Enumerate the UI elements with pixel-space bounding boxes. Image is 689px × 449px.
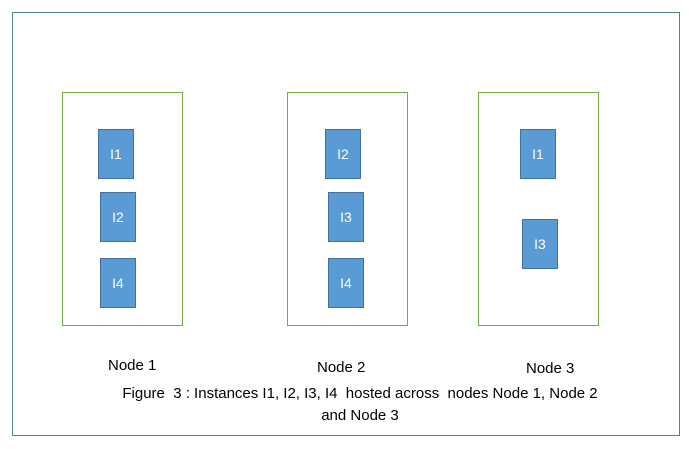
node-2-label: Node 2 [317, 359, 366, 376]
diagram-frame [12, 12, 680, 436]
instance-box: I2 [325, 129, 361, 179]
instance-box: I1 [520, 129, 556, 179]
node-2-box [287, 92, 408, 326]
node-1-label: Node 1 [108, 357, 157, 374]
figure-caption: Figure 3 : Instances I1, I2, I3, I4 host… [100, 383, 620, 427]
instance-box: I3 [522, 219, 558, 269]
node-3-box [478, 92, 599, 326]
instance-box: I3 [328, 192, 364, 242]
figure-caption-line1: Figure 3 : Instances I1, I2, I3, I4 host… [122, 385, 598, 402]
instance-box: I4 [328, 258, 364, 308]
node-1-box [62, 92, 183, 326]
instance-box: I2 [100, 192, 136, 242]
figure-caption-line2: and Node 3 [321, 407, 399, 424]
instance-box: I1 [98, 129, 134, 179]
instance-box: I4 [100, 258, 136, 308]
node-3-label: Node 3 [526, 360, 575, 377]
